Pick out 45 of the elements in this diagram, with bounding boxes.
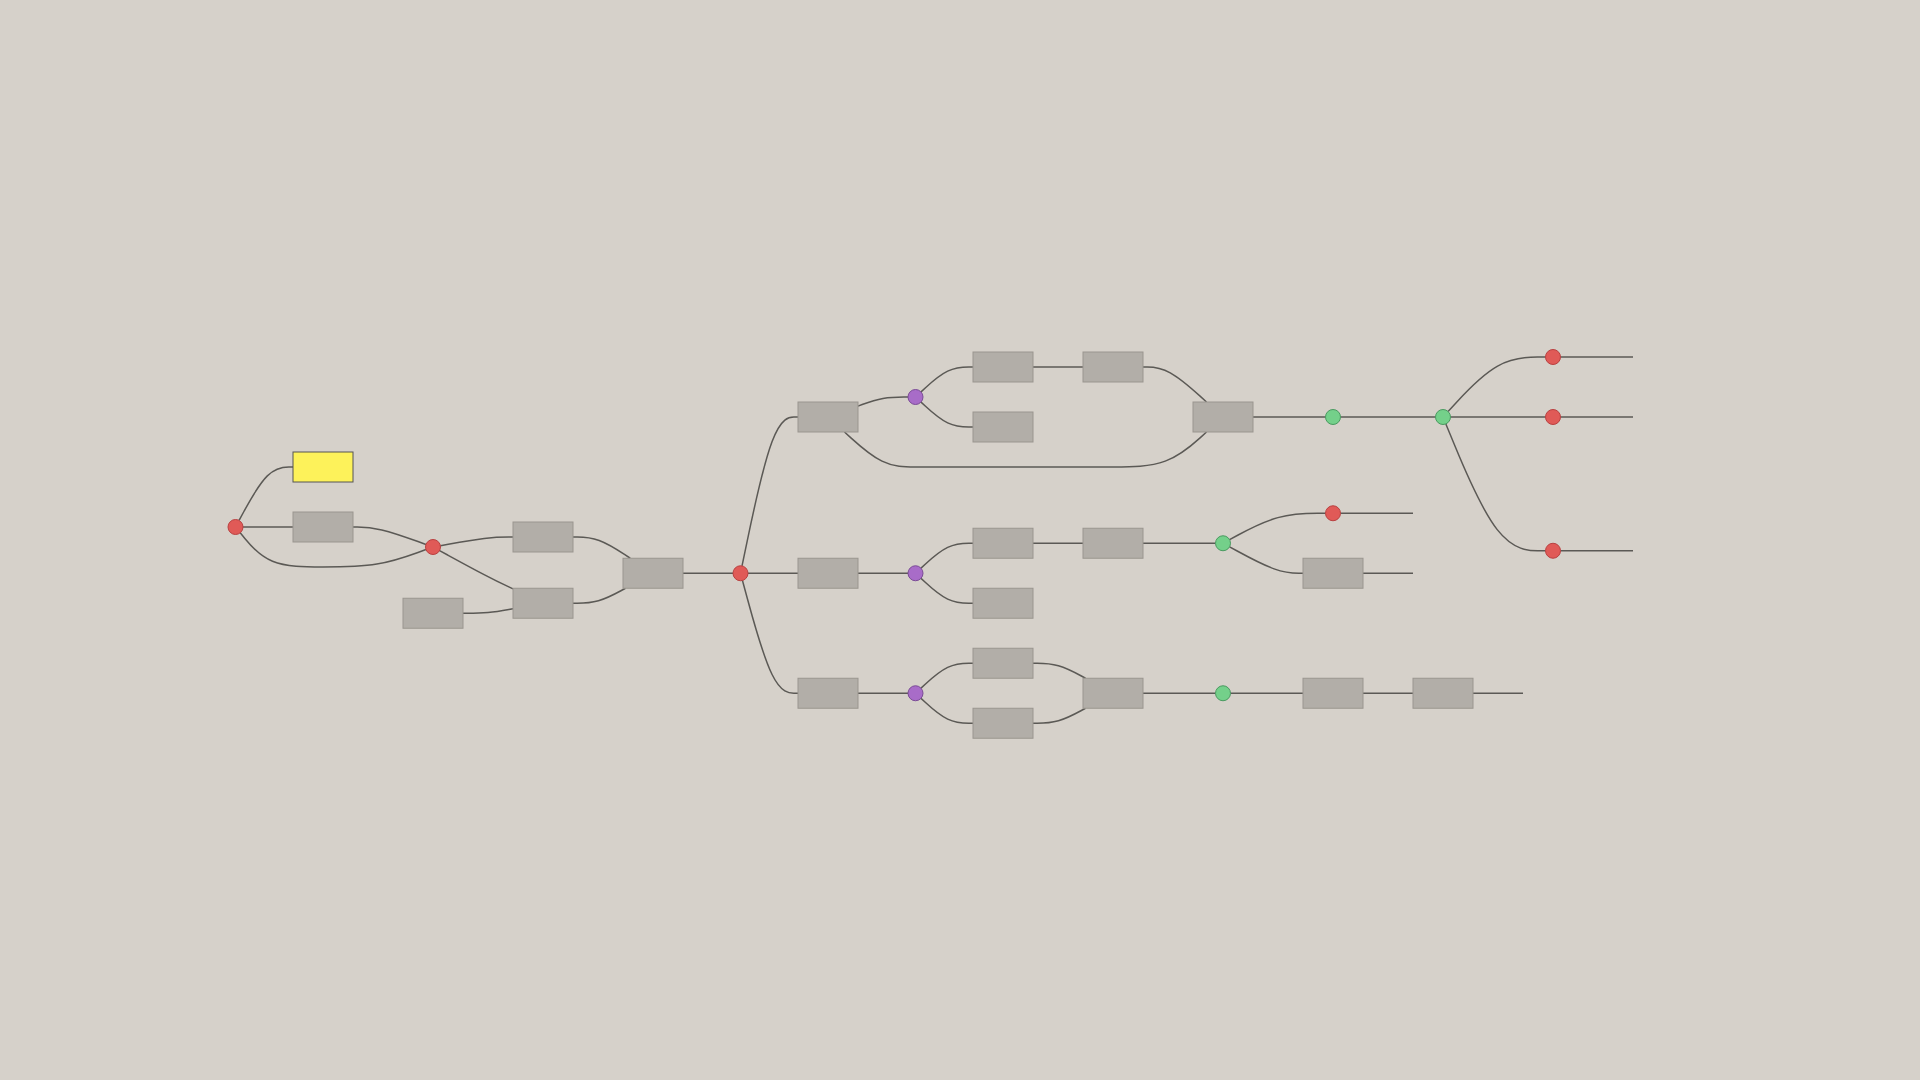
- connector: [746, 572, 799, 574]
- connector: [239, 531, 427, 568]
- connector: [1031, 366, 1084, 368]
- connector: [1228, 512, 1326, 541]
- connector: [1339, 416, 1436, 418]
- connector: [1141, 366, 1207, 403]
- connector: [1446, 356, 1546, 413]
- connector: [856, 396, 909, 407]
- connector: [351, 526, 427, 546]
- connector: [740, 416, 799, 567]
- connector: [681, 572, 734, 574]
- connector: [1141, 692, 1216, 694]
- connector: [439, 536, 514, 547]
- connector: [1361, 572, 1414, 574]
- connector: [1444, 423, 1546, 552]
- connector: [1449, 416, 1546, 418]
- connector: [1339, 512, 1414, 514]
- connector: [1251, 416, 1326, 418]
- connector: [1031, 707, 1086, 724]
- connector: [919, 401, 974, 428]
- connector: [461, 607, 514, 614]
- connector: [571, 587, 626, 604]
- connector: [237, 466, 294, 522]
- connector: [1141, 542, 1216, 544]
- connector: [1559, 416, 1634, 418]
- connector: [1229, 692, 1304, 694]
- connector: [741, 579, 799, 694]
- connector: [856, 692, 909, 694]
- connector: [438, 549, 514, 590]
- connector: [919, 577, 974, 604]
- connector: [919, 542, 974, 569]
- connector: [1559, 549, 1634, 552]
- connector: [241, 526, 294, 528]
- connector: [1559, 356, 1634, 358]
- connector: [1031, 542, 1084, 544]
- connector: [843, 431, 1207, 468]
- connector: [1361, 692, 1414, 694]
- connector: [1031, 662, 1086, 679]
- connector: [919, 697, 974, 724]
- connector: [919, 662, 974, 689]
- connector: [856, 572, 909, 574]
- connector: [1228, 545, 1304, 574]
- connector: [919, 366, 974, 393]
- connector: [571, 536, 631, 559]
- connector: [1471, 692, 1524, 694]
